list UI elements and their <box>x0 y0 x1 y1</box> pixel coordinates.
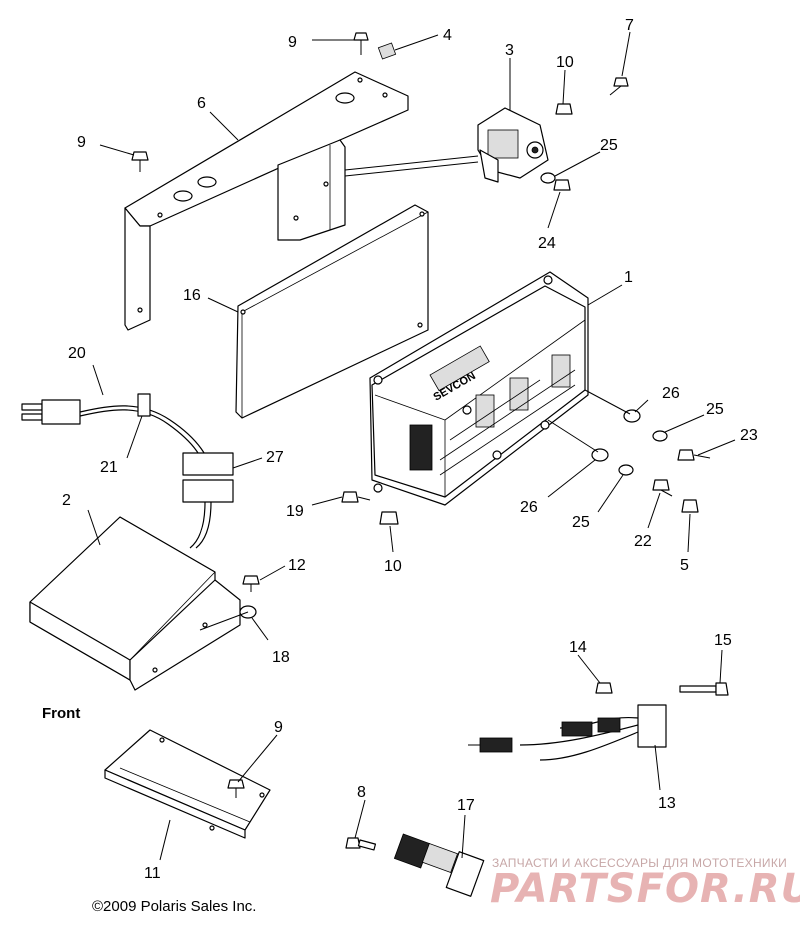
callout-1: 1 <box>624 269 633 286</box>
callout-11: 11 <box>144 865 161 882</box>
callout-25-right: 25 <box>706 401 724 418</box>
callout-9-left: 9 <box>77 134 86 151</box>
part-6-bracket <box>124 71 409 331</box>
part-2-cover <box>29 516 241 691</box>
callout-14: 14 <box>569 639 587 656</box>
callout-15: 15 <box>714 632 732 649</box>
callout-26-lower: 26 <box>520 499 538 516</box>
callout-8: 8 <box>357 784 366 801</box>
callout-25-top: 25 <box>600 137 618 154</box>
callout-21: 21 <box>100 459 118 476</box>
callout-16: 16 <box>183 287 201 304</box>
callout-labels: 9 4 3 7 10 6 9 25 24 1 16 20 26 25 23 21… <box>62 17 758 882</box>
callout-3: 3 <box>505 42 514 59</box>
part-16-plate <box>235 204 429 419</box>
callout-5: 5 <box>680 557 689 574</box>
watermark-tagline: ЗАПЧАСТИ И АКСЕССУАРЫ ДЛЯ МОТОТЕХНИКИ <box>492 856 788 870</box>
copyright-text: ©2009 Polaris Sales Inc. <box>92 898 257 915</box>
callout-25-lower: 25 <box>572 514 590 531</box>
watermark-logo: PARTSFOR.RU <box>490 866 800 912</box>
part-3-solenoid <box>477 107 549 183</box>
callout-2: 2 <box>62 492 71 509</box>
callout-17: 17 <box>457 797 475 814</box>
callout-22: 22 <box>634 533 652 550</box>
callout-26-top: 26 <box>662 385 680 402</box>
callout-18: 18 <box>272 649 290 666</box>
callout-24: 24 <box>538 235 556 252</box>
leader-lines <box>87 31 736 861</box>
part-13-harness <box>468 704 667 761</box>
front-label: Front <box>42 705 81 722</box>
callout-13: 13 <box>658 795 676 812</box>
callout-12: 12 <box>288 557 306 574</box>
callout-10-lower: 10 <box>384 558 402 575</box>
part-1-controller: SEVCON <box>369 271 589 506</box>
callout-4: 4 <box>443 27 452 44</box>
part-20-harness <box>21 393 234 549</box>
callout-9-lower: 9 <box>274 719 283 736</box>
callout-10-top: 10 <box>556 54 574 71</box>
callout-9-top: 9 <box>288 34 297 51</box>
callout-19: 19 <box>286 503 304 520</box>
callout-23: 23 <box>740 427 758 444</box>
callout-7: 7 <box>625 17 634 34</box>
part-17-connector <box>393 833 485 897</box>
callout-27: 27 <box>266 449 284 466</box>
part-11-bracket <box>104 729 271 839</box>
callout-20: 20 <box>68 345 86 362</box>
callout-6: 6 <box>197 95 206 112</box>
